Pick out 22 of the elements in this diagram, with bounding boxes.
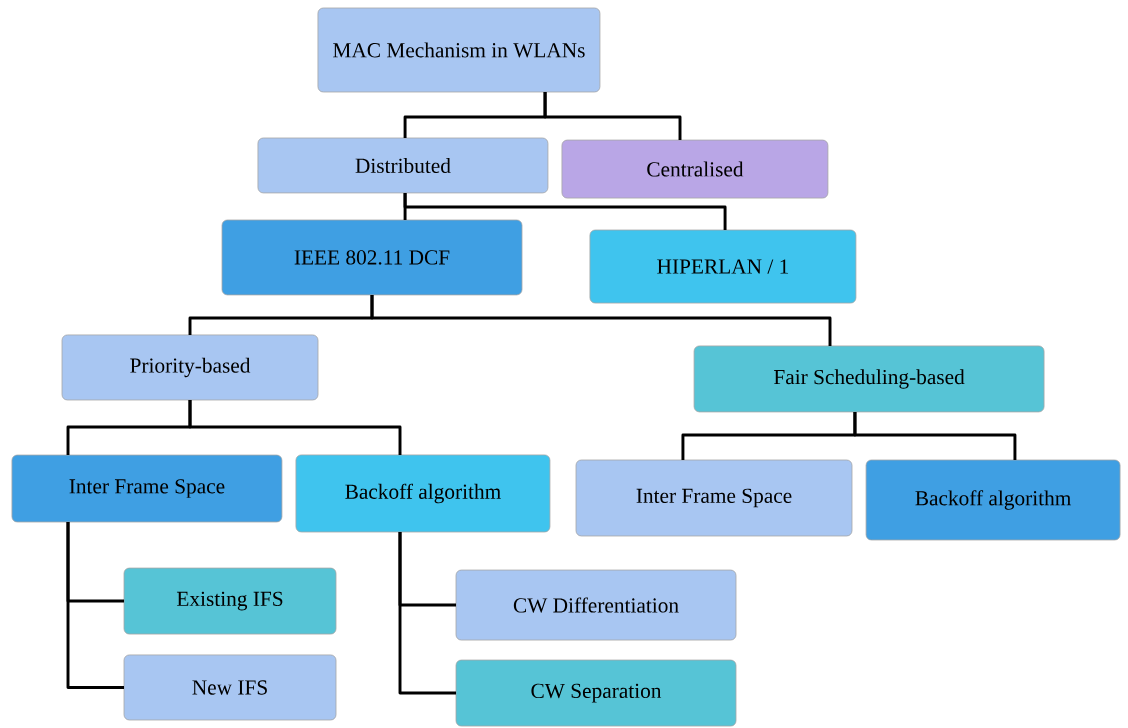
category-box: Inter Frame Space xyxy=(575,459,853,537)
category-box: Backoff algorithm xyxy=(865,459,1121,541)
connector-line xyxy=(853,412,1017,460)
connector-line xyxy=(403,193,727,230)
category-box: Priority-based xyxy=(61,334,319,401)
connector-line xyxy=(543,92,682,140)
category-box: Inter Frame Space xyxy=(11,454,283,523)
connector-line xyxy=(188,400,402,455)
category-box: CW Differentiation xyxy=(455,569,737,641)
category-box: New IFS xyxy=(123,654,337,721)
connector-line xyxy=(370,294,832,346)
category-box: Fair Scheduling-based xyxy=(693,345,1045,413)
category-box: IEEE 802.11 DCF xyxy=(221,219,523,296)
category-box: HIPERLAN / 1 xyxy=(589,229,857,304)
connector-line xyxy=(398,532,456,695)
category-box: Backoff algorithm xyxy=(295,454,551,533)
category-box: MAC Mechanism in WLANs xyxy=(317,7,601,93)
category-box: CW Separation xyxy=(455,659,737,727)
connector-line xyxy=(66,522,124,689)
category-box: Centralised xyxy=(561,139,829,199)
category-box: Distributed xyxy=(257,137,549,194)
category-box: Existing IFS xyxy=(123,567,337,635)
